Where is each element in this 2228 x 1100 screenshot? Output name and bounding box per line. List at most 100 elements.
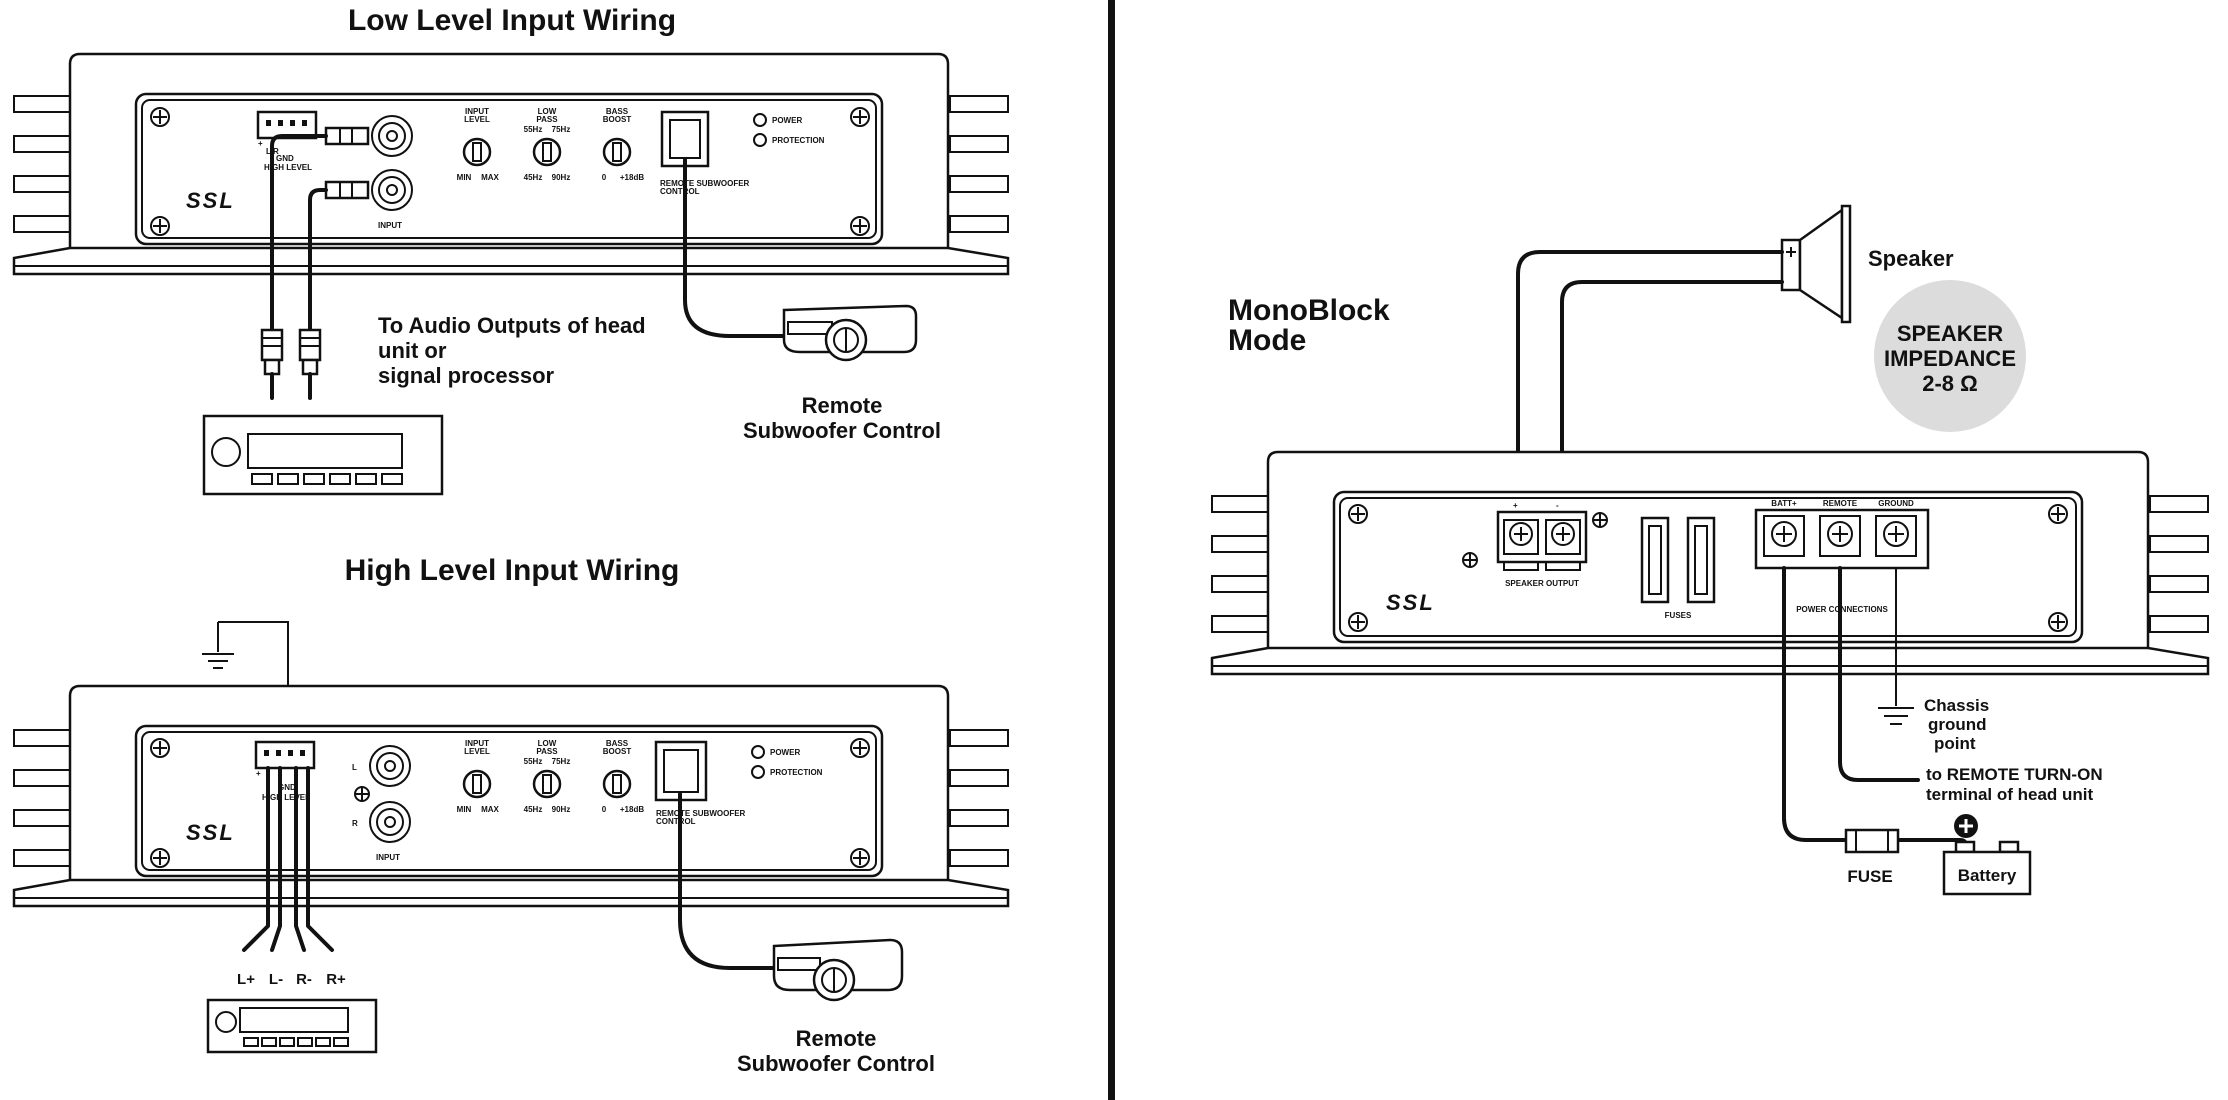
svg-text:PROTECTION: PROTECTION <box>772 136 825 145</box>
divider-bar <box>1108 0 1115 1100</box>
svg-text:BOOST: BOOST <box>603 747 632 756</box>
svg-text:HIGH LEVEL: HIGH LEVEL <box>262 793 310 802</box>
svg-text:+: + <box>1513 501 1518 510</box>
impedance-label-2: IMPEDANCE <box>1884 346 2016 371</box>
svg-text:CONTROL: CONTROL <box>660 187 700 196</box>
svg-text:+: + <box>256 769 261 778</box>
svg-text:PASS: PASS <box>536 115 558 124</box>
svg-text:45Hz: 45Hz <box>524 173 543 182</box>
svg-text:MIN: MIN <box>457 805 472 814</box>
impedance-label-1: SPEAKER <box>1897 321 2003 346</box>
svg-text:GND: GND <box>276 154 294 163</box>
remote-label-low-1: Remote <box>802 393 883 418</box>
wire-label-lm: L- <box>269 971 283 988</box>
svg-text:PROTECTION: PROTECTION <box>770 768 823 777</box>
svg-text:FUSES: FUSES <box>1665 611 1692 620</box>
fuse-label: FUSE <box>1847 867 1892 886</box>
svg-text:0: 0 <box>602 173 607 182</box>
svg-text:LOW: LOW <box>538 739 557 748</box>
wire-label-lp: L+ <box>237 971 255 988</box>
svg-text:LEVEL: LEVEL <box>464 115 490 124</box>
monoblock-title-1: MonoBlock <box>1228 294 1390 327</box>
svg-text:SSL: SSL <box>1386 590 1435 615</box>
speaker-icon <box>1780 204 1852 324</box>
low-level-title: Low Level Input Wiring <box>348 4 676 37</box>
svg-text:GND: GND <box>278 783 296 792</box>
power-wires <box>1782 566 1968 854</box>
high-level-speaker-wires <box>242 766 334 952</box>
svg-text:INPUT: INPUT <box>465 107 489 116</box>
remote-sub-control-low <box>782 304 918 362</box>
svg-text:R: R <box>352 819 358 828</box>
svg-text:CONTROL: CONTROL <box>656 817 696 826</box>
audio-outputs-label-1: To Audio Outputs of head <box>378 313 646 338</box>
svg-text:MAX: MAX <box>481 173 499 182</box>
speaker-wires <box>1516 250 1784 528</box>
wire-label-rm: R- <box>296 971 312 988</box>
svg-text:+: + <box>258 139 263 148</box>
svg-text:REMOTE SUBWOOFER: REMOTE SUBWOOFER <box>656 809 746 818</box>
svg-text:LEVEL: LEVEL <box>464 747 490 756</box>
battery-label: Battery <box>1958 866 2017 885</box>
svg-text:SSL: SSL <box>186 820 235 845</box>
impedance-bubble <box>1874 280 2026 432</box>
impedance-label-3: 2-8 Ω <box>1922 371 1978 396</box>
svg-text:INPUT: INPUT <box>378 221 402 230</box>
low-level-rca-wires <box>260 134 328 400</box>
svg-text:BASS: BASS <box>606 107 629 116</box>
svg-text:POWER: POWER <box>772 116 802 125</box>
wire-label-rp: R+ <box>326 971 346 988</box>
chassis-label-2: ground <box>1928 715 1987 734</box>
chassis-label-3: point <box>1934 734 1976 753</box>
audio-outputs-label-3: signal processor <box>378 363 555 388</box>
svg-text:75Hz: 75Hz <box>552 757 571 766</box>
power-connections-terminal <box>1754 508 1930 570</box>
fuse-holders <box>1640 516 1716 604</box>
chassis-label-1: Chassis <box>1924 696 1989 715</box>
svg-text:POWER: POWER <box>770 748 800 757</box>
svg-text:MIN: MIN <box>457 173 472 182</box>
inline-fuse <box>1844 828 1900 854</box>
svg-text:GROUND: GROUND <box>1878 499 1914 508</box>
amplifier-low-level: SSL + L R GND HIGH LEVEL INPUT INPUT LEV… <box>12 52 1010 276</box>
svg-text:REMOTE SUBWOOFER: REMOTE SUBWOOFER <box>660 179 750 188</box>
ssl-logo: SSL <box>186 188 235 213</box>
svg-text:L: L <box>352 763 357 772</box>
svg-text:REMOTE: REMOTE <box>1823 499 1858 508</box>
svg-text:BASS: BASS <box>606 739 629 748</box>
svg-text:75Hz: 75Hz <box>552 125 571 134</box>
svg-text:INPUT: INPUT <box>376 853 400 862</box>
svg-text:PASS: PASS <box>536 747 558 756</box>
svg-text:-: - <box>1556 501 1559 510</box>
svg-text:90Hz: 90Hz <box>552 173 571 182</box>
svg-text:INPUT: INPUT <box>465 739 489 748</box>
svg-text:LOW: LOW <box>538 107 557 116</box>
battery-icon <box>1942 814 2032 896</box>
svg-text:SPEAKER OUTPUT: SPEAKER OUTPUT <box>1505 579 1579 588</box>
remote-label-low-2: Subwoofer Control <box>743 418 941 443</box>
svg-text:55Hz: 55Hz <box>524 757 543 766</box>
audio-outputs-label-2: unit or <box>378 338 447 363</box>
turnon-label-2: terminal of head unit <box>1926 785 2094 804</box>
remote-label-high-2: Subwoofer Control <box>737 1051 935 1076</box>
remote-label-high-1: Remote <box>796 1026 877 1051</box>
head-unit-high <box>206 998 378 1054</box>
head-unit-low <box>202 414 444 496</box>
svg-text:POWER CONNECTIONS: POWER CONNECTIONS <box>1796 605 1888 614</box>
svg-text:BOOST: BOOST <box>603 115 632 124</box>
svg-text:45Hz: 45Hz <box>524 805 543 814</box>
svg-text:+18dB: +18dB <box>620 805 644 814</box>
remote-sub-control-high <box>772 938 904 1002</box>
svg-text:0: 0 <box>602 805 607 814</box>
svg-text:BATT+: BATT+ <box>1771 499 1797 508</box>
high-level-title: High Level Input Wiring <box>345 554 680 587</box>
svg-text:MAX: MAX <box>481 805 499 814</box>
svg-text:90Hz: 90Hz <box>552 805 571 814</box>
monoblock-title-2: Mode <box>1228 324 1306 357</box>
svg-text:HIGH LEVEL: HIGH LEVEL <box>264 163 312 172</box>
svg-text:+18dB: +18dB <box>620 173 644 182</box>
amplifier-monoblock: SSL + - SPEAKER OUTPUT FUSES BATT+ REMOT… <box>1210 450 2210 676</box>
svg-text:55Hz: 55Hz <box>524 125 543 134</box>
